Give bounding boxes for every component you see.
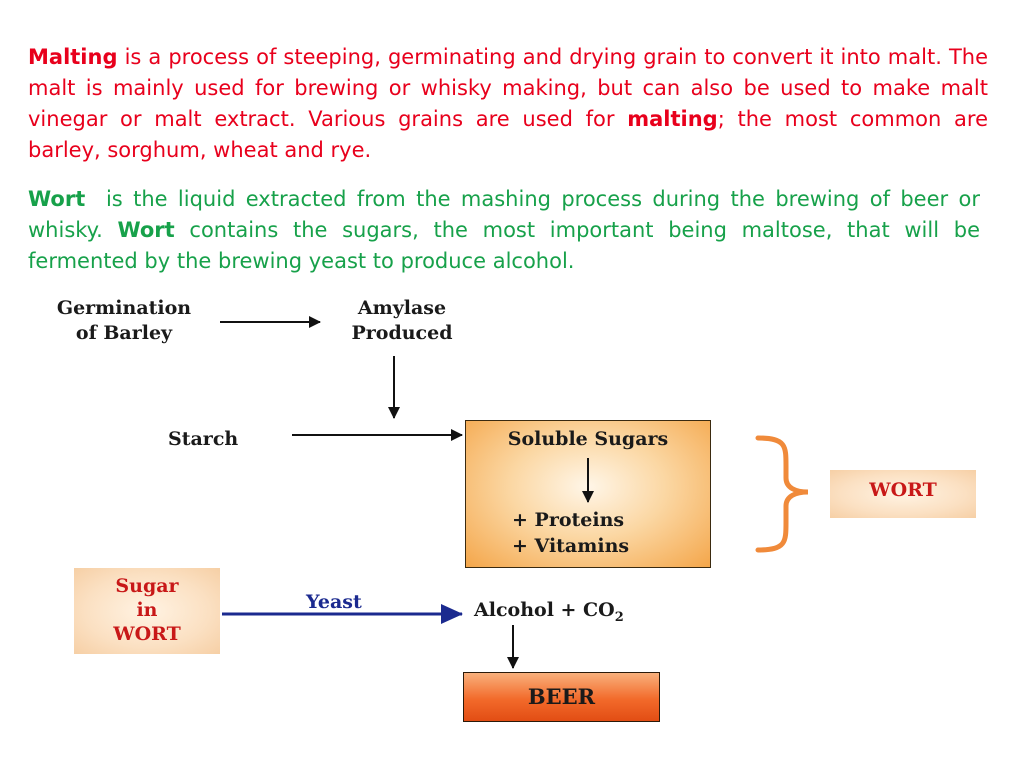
malting-term-2: malting	[627, 107, 718, 131]
sugar-line-1: Sugar	[115, 575, 179, 597]
alcohol-text: Alcohol + CO	[474, 599, 615, 621]
diagram-arrows	[220, 316, 809, 669]
sugar-in-wort-box	[74, 568, 220, 654]
wort-paragraph: Wort is the liquid extracted from the ma…	[28, 184, 980, 277]
soluble-sugars-label: Soluble Sugars	[507, 428, 669, 450]
wort-text-2: contains the sugars, the most important …	[28, 218, 980, 273]
germination-line-2: of Barley	[75, 322, 173, 344]
wort-text-1: is the liquid extracted from the mashing…	[28, 187, 987, 242]
beer-label: BEER	[527, 684, 596, 709]
germination-label: Germination of Barley	[34, 296, 214, 346]
sugar-line-3: WORT	[113, 623, 181, 645]
alcohol-label: Alcohol + CO2	[474, 598, 624, 630]
malting-term: Malting	[28, 45, 118, 69]
starch-label: Starch	[168, 428, 239, 450]
wort-term-2: Wort	[117, 218, 175, 242]
co2-subscript: 2	[614, 609, 624, 625]
brewing-diagram: Germination of Barley Amylase Produced S…	[0, 290, 1024, 760]
proteins-label: + Proteins	[512, 509, 625, 531]
wort-box	[830, 470, 976, 518]
germination-line-1: Germination	[56, 297, 192, 319]
amylase-line-1: Amylase	[357, 297, 447, 319]
sugar-in-wort-label: Sugar in WORT	[74, 574, 220, 646]
wort-term: Wort	[28, 187, 86, 211]
wort-brace	[755, 435, 809, 553]
malting-text-2: ; the most common are barley, sorghum, w…	[28, 107, 988, 162]
yeast-label: Yeast	[306, 591, 362, 613]
amylase-line-2: Produced	[351, 322, 453, 344]
beer-box	[463, 672, 660, 722]
malting-text-1: is a process of steeping, germinating an…	[28, 45, 988, 131]
vitamins-label: + Vitamins	[512, 535, 630, 557]
sugar-line-2: in	[136, 599, 158, 621]
amylase-label: Amylase Produced	[332, 296, 472, 346]
malting-paragraph: Malting is a process of steeping, germin…	[28, 42, 988, 166]
wort-label: WORT	[869, 479, 937, 501]
